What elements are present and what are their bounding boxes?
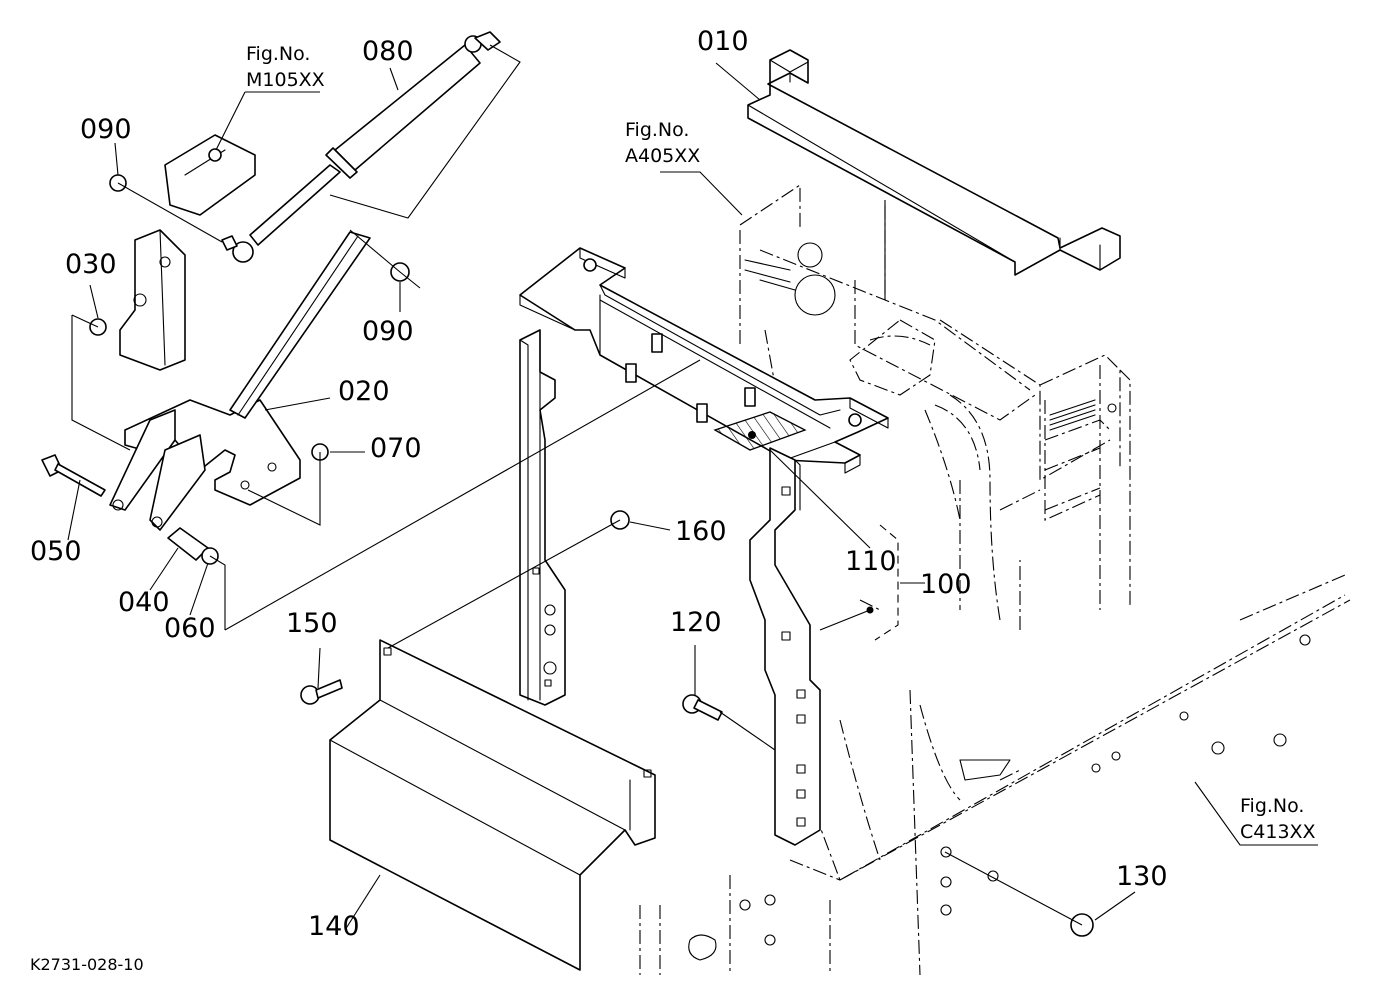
figure-ref-m105: Fig.No. M105XX: [246, 43, 325, 91]
part-030-hinge-link: [109, 134, 256, 531]
fig-ref-m105-line2: M105XX: [246, 69, 325, 91]
callout-010: 010: [697, 26, 749, 57]
frame-chassis-outline: [639, 560, 1351, 976]
callout-160: 160: [675, 516, 727, 547]
callout-020: 020: [338, 376, 390, 407]
part-050-bolt: [41, 454, 106, 497]
callout-120: 120: [670, 607, 722, 638]
callout-090-upper: 090: [80, 114, 132, 145]
drawing-code: K2731-028-10: [30, 955, 144, 974]
callout-080: 080: [362, 36, 414, 67]
figure-ref-a405: Fig.No. A405XX: [625, 119, 700, 167]
fig-ref-a405-line1: Fig.No.: [625, 119, 689, 141]
part-010-bar: [747, 49, 1121, 276]
callout-030: 030: [65, 249, 117, 280]
part-100-frame: [519, 247, 889, 846]
part-110-label: [713, 411, 807, 451]
callout-leaders: [67, 62, 1318, 931]
fig-ref-a405-line2: A405XX: [625, 145, 700, 167]
part-120-screw: [682, 694, 723, 721]
callout-090-lower: 090: [362, 316, 414, 347]
part-140-cover: [329, 639, 656, 971]
callout-050: 050: [30, 536, 82, 567]
assembly-lines: [71, 44, 1083, 926]
fig-ref-c413-line2: C413XX: [1240, 821, 1316, 843]
callout-060: 060: [164, 613, 216, 644]
callout-040: 040: [118, 587, 170, 618]
callout-150: 150: [286, 608, 338, 639]
figure-ref-c413: Fig.No. C413XX: [1240, 795, 1316, 843]
part-080-gas-spring: [221, 31, 501, 263]
callout-140: 140: [308, 911, 360, 942]
callout-100: 100: [920, 569, 972, 600]
fig-ref-m105-line1: Fig.No.: [246, 43, 310, 65]
fig-ref-c413-line1: Fig.No.: [1240, 795, 1304, 817]
part-150-screw: [300, 679, 343, 705]
callout-110: 110: [845, 546, 897, 577]
callout-130: 130: [1116, 861, 1168, 892]
callout-070: 070: [370, 433, 422, 464]
